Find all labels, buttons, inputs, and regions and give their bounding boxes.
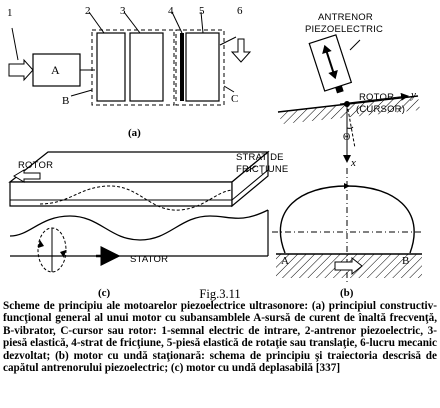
leader-2 [88, 11, 105, 34]
figure-diagram: 1 2 3 4 5 6 A B C (a) [7, 5, 422, 299]
rotor-label-2: (CURSOR) [356, 104, 405, 115]
motion-arrow-b [334, 256, 363, 276]
piezo-actuator-2 [96, 32, 126, 102]
stator-label: STATOR [130, 254, 168, 265]
angle-arc [346, 126, 354, 129]
label-2: 2 [85, 5, 91, 17]
label-1: 1 [7, 7, 13, 19]
angle-line [346, 103, 356, 149]
leader-1 [11, 27, 19, 61]
rotor-group-c [175, 29, 225, 106]
contact-point [344, 101, 350, 107]
trajectory-arrow-c1 [38, 240, 44, 248]
leader-3 [123, 11, 141, 34]
elastic-part-3 [129, 32, 164, 102]
leader-b [70, 89, 93, 97]
strat-leader [245, 165, 257, 173]
y-axis-label: y [410, 89, 416, 101]
label-c: C [231, 93, 238, 105]
strat-label-2: FRICŢIUNE [236, 164, 288, 175]
antrenor-label-1: ANTRENOR [318, 12, 373, 23]
block-a-label: A [51, 63, 60, 77]
friction-layer-4 [180, 33, 184, 101]
trajectory-arrow-c2 [60, 250, 66, 258]
y-axis [339, 92, 409, 105]
stator-wave-surface [9, 209, 269, 241]
rotor-label-1: ROTOR [359, 92, 394, 103]
rotor-front-face [9, 181, 233, 207]
label-5: 5 [199, 5, 205, 17]
antrenor-label-2: PIEZOELECTRIC [305, 24, 383, 35]
sublabel-b: (b) [340, 287, 354, 299]
vibrator-group-b [91, 29, 175, 106]
panel-c: STRAT DE FRICŢIUNE ROTOR STATOR (c) [8, 150, 288, 299]
stator-body [10, 210, 268, 256]
leader-c [223, 85, 235, 93]
rotor-motion-arrow [13, 169, 41, 183]
figure-number: Fig.3.11 [199, 287, 241, 301]
leader-4 [171, 11, 183, 34]
label-3: 3 [120, 5, 126, 17]
point-a-label: A [281, 255, 289, 267]
point-b-label: B [402, 255, 409, 267]
strat-label-1: STRAT DE [236, 152, 284, 163]
panel-b: ANTRENOR PIEZOELECTRIC ROTOR (CURSOR) y … [272, 12, 422, 299]
input-signal-arrow [8, 58, 34, 82]
elastic-rotor-5 [185, 32, 220, 102]
output-work-arrow [230, 38, 252, 63]
antrenor-leader [349, 39, 361, 51]
angle-label: Θ [343, 132, 350, 143]
friction-layer-side [231, 169, 269, 201]
block-a [32, 53, 81, 87]
trajectory-arrow [344, 183, 350, 189]
figure-caption: Scheme de principiu ale motoarelor piezo… [3, 300, 437, 375]
label-b: B [62, 95, 69, 107]
leader-6 [219, 36, 237, 46]
x-axis-label: x [350, 157, 356, 169]
piezo-actuator-block [308, 34, 353, 94]
leader-5 [200, 11, 204, 34]
panel-a: 1 2 3 4 5 6 A B C (a) [7, 5, 252, 139]
rotor-label-c: ROTOR [18, 160, 53, 171]
label-4: 4 [168, 5, 174, 17]
label-6: 6 [237, 5, 243, 17]
sublabel-c: (c) [98, 287, 111, 299]
sublabel-a: (a) [128, 127, 141, 139]
rotor-wave-dashed [39, 185, 233, 211]
rotor-hatch [278, 96, 420, 124]
